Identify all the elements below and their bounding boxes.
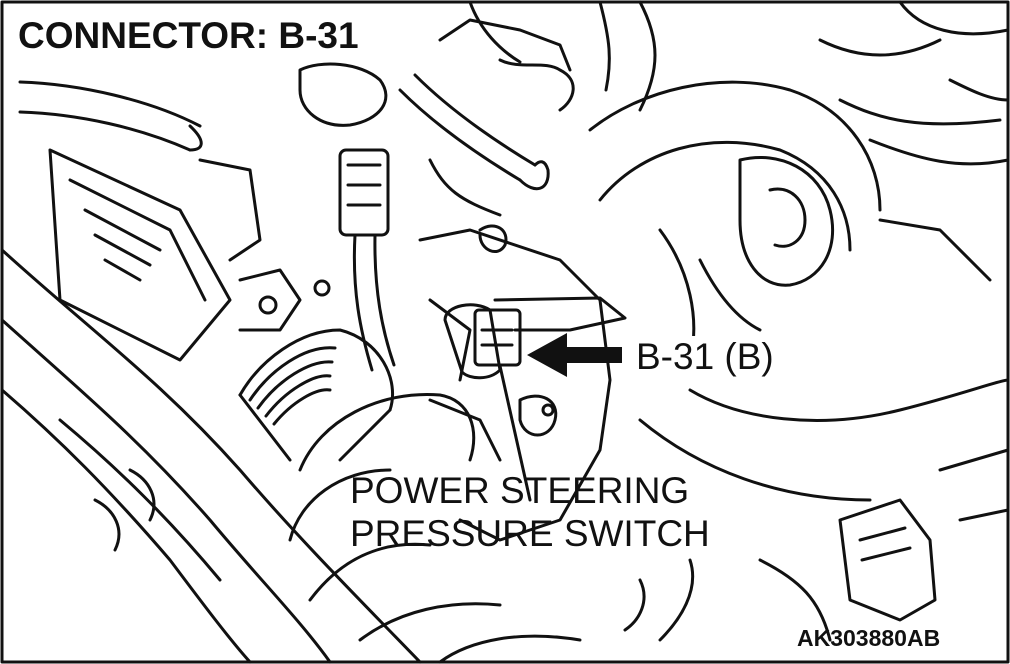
upper-left-tubes [18,80,262,362]
lower-right-connector [623,448,1010,642]
right-hoses [588,0,1010,502]
callout-arrow-icon [527,333,622,377]
figure-id: AK303880AB [797,625,941,651]
corrugated-boot [238,328,395,462]
left-hose [0,248,422,664]
top-components [298,0,657,253]
pump-body [238,228,612,542]
connector-callout-label: B-31 (B) [632,336,778,377]
switch-label-line2: PRESSURE SWITCH [350,513,710,554]
switch-label-line1: POWER STEERING [350,470,690,511]
connector-title: CONNECTOR: B-31 [14,14,365,58]
lower-pipe [288,392,582,664]
pressure-switch-assembly [443,296,627,502]
vertical-connector-hose [338,148,396,372]
